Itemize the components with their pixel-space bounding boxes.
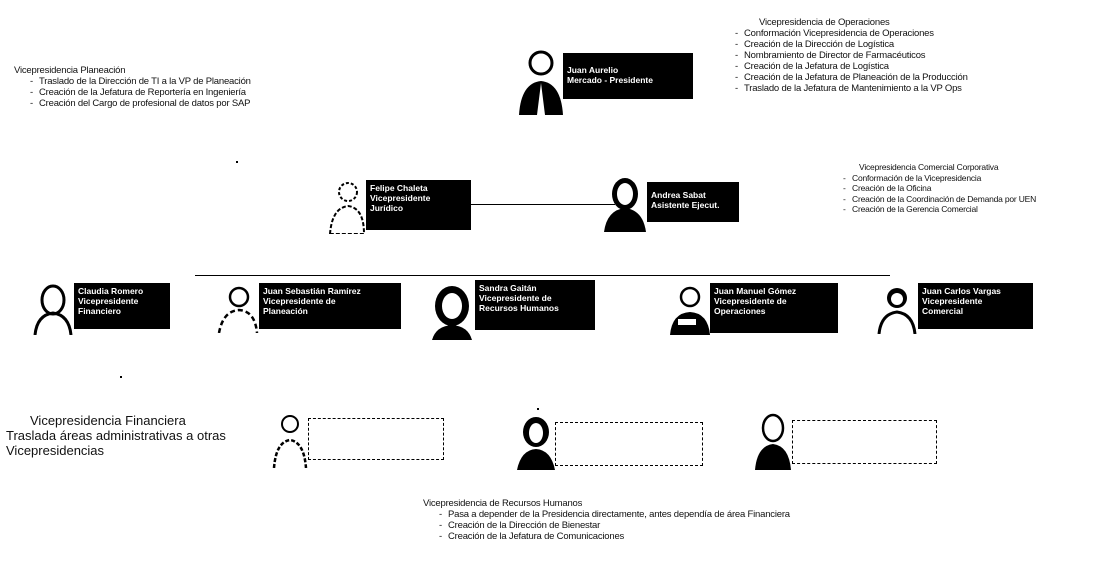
person-name: Andrea Sabat (651, 190, 706, 200)
person-name: Juan Carlos Vargas (922, 286, 1001, 296)
divider-dot (537, 408, 539, 410)
card-operations[interactable]: Juan Manuel Gómez Vicepresidente de Oper… (710, 283, 838, 333)
person-name: Juan Sebastián Ramírez (263, 286, 361, 296)
note-commercial: Vicepresidencia Comercial Corporativa Co… (843, 162, 1093, 215)
divider-dot (236, 161, 238, 163)
note-title: Vicepresidencia de Recursos Humanos (423, 498, 583, 509)
vp-level-connector (195, 275, 890, 276)
person-name: Claudia Romero (78, 286, 144, 296)
assistant-avatar-icon (604, 178, 646, 232)
note-item: Traslada áreas administrativas a otras V… (6, 428, 226, 458)
note-item: Creación de la Dirección de Logística (735, 39, 1075, 50)
person-name: Felipe Chaleta (370, 183, 428, 193)
note-item: Conformación Vicepresidencia de Operacio… (735, 28, 1075, 39)
card-illegible[interactable] (308, 418, 444, 460)
commercial-avatar-icon (877, 288, 917, 334)
person-role: Mercado - Presidente (567, 75, 653, 85)
person-role: Financiero (78, 306, 121, 316)
person-avatar-icon (272, 415, 308, 468)
person-role: Operaciones (714, 306, 766, 316)
person-role: Planeación (263, 306, 308, 316)
note-item: Creación de la Jefatura de Reportería en… (30, 87, 374, 98)
card-finance[interactable]: Claudia Romero Vicepresidente Financiero (74, 283, 170, 329)
card-president[interactable]: Juan Aurelio Mercado - Presidente (563, 53, 693, 99)
president-avatar-icon (519, 50, 563, 115)
card-planning[interactable]: Juan Sebastián Ramírez Vicepresidente de… (259, 283, 401, 329)
note-item: Creación de la Dirección de Bienestar (439, 520, 983, 531)
finance-avatar-icon (33, 284, 73, 335)
person-role: Vicepresidente (370, 193, 431, 203)
note-title: Vicepresidencia Comercial Corporativa (859, 162, 999, 172)
card-illegible[interactable] (555, 422, 703, 466)
note-item: Creación de la Jefatura de Logística (735, 61, 1075, 72)
person-avatar-icon (755, 413, 791, 470)
note-item: Traslado de la Dirección de TI a la VP d… (30, 76, 374, 87)
note-item: Pasa a depender de la Presidencia direct… (439, 509, 983, 520)
person-name: Juan Aurelio (567, 65, 619, 75)
person-role: Comercial (922, 306, 964, 316)
note-item: Creación de la Jefatura de Comunicacione… (439, 531, 983, 542)
note-item: Creación de la Gerencia Comercial (843, 204, 1093, 215)
note-planning: Vicepresidencia Planeación Traslado de l… (14, 65, 374, 109)
planning-avatar-icon (217, 286, 259, 333)
person-role: Vicepresidente (78, 296, 139, 306)
person-role: Vicepresidente de (479, 293, 552, 303)
note-item: Creación de la Jefatura de Planeación de… (735, 72, 1075, 83)
person-role: Vicepresidente de (714, 296, 787, 306)
person-name: Sandra Gaitán (479, 283, 537, 293)
note-hr: Vicepresidencia de Recursos Humanos Pasa… (423, 498, 983, 542)
person-role: Vicepresidente de (263, 296, 336, 306)
divider-dot (120, 376, 122, 378)
person-role: Asistente Ejecut. (651, 200, 720, 210)
note-item: Conformación de la Vicepresidencia (843, 173, 1093, 184)
operations-avatar-icon (670, 286, 710, 335)
note-item: Creación del Cargo de profesional de dat… (30, 98, 374, 109)
card-assistant[interactable]: Andrea Sabat Asistente Ejecut. (647, 182, 739, 222)
note-title: Vicepresidencia de Operaciones (759, 17, 890, 28)
connector-legal-assistant (470, 204, 615, 205)
person-role: Vicepresidente (922, 296, 983, 306)
note-title: Vicepresidencia Financiera (30, 413, 186, 428)
note-item: Creación de la Coordinación de Demanda p… (843, 194, 1093, 205)
note-operations: Vicepresidencia de Operaciones Conformac… (735, 17, 1075, 94)
note-item: Nombramiento de Director de Farmacéutico… (735, 50, 1075, 61)
note-item: Creación de la Oficina (843, 183, 1093, 194)
legal-avatar-icon (328, 182, 366, 234)
person-avatar-icon (517, 417, 555, 470)
person-role: Jurídico (370, 203, 404, 213)
person-role: Recursos Humanos (479, 303, 559, 313)
card-commercial[interactable]: Juan Carlos Vargas Vicepresidente Comerc… (918, 283, 1033, 329)
card-legal[interactable]: Felipe Chaleta Vicepresidente Jurídico (366, 180, 471, 230)
note-title: Vicepresidencia Planeación (14, 65, 126, 76)
card-illegible[interactable] (792, 420, 937, 464)
hr-avatar-icon (432, 286, 472, 340)
person-name: Juan Manuel Gómez (714, 286, 797, 296)
note-financial: Vicepresidencia Financiera Traslada área… (6, 413, 276, 458)
note-item: Traslado de la Jefatura de Mantenimiento… (735, 83, 1075, 94)
card-hr[interactable]: Sandra Gaitán Vicepresidente de Recursos… (475, 280, 595, 330)
